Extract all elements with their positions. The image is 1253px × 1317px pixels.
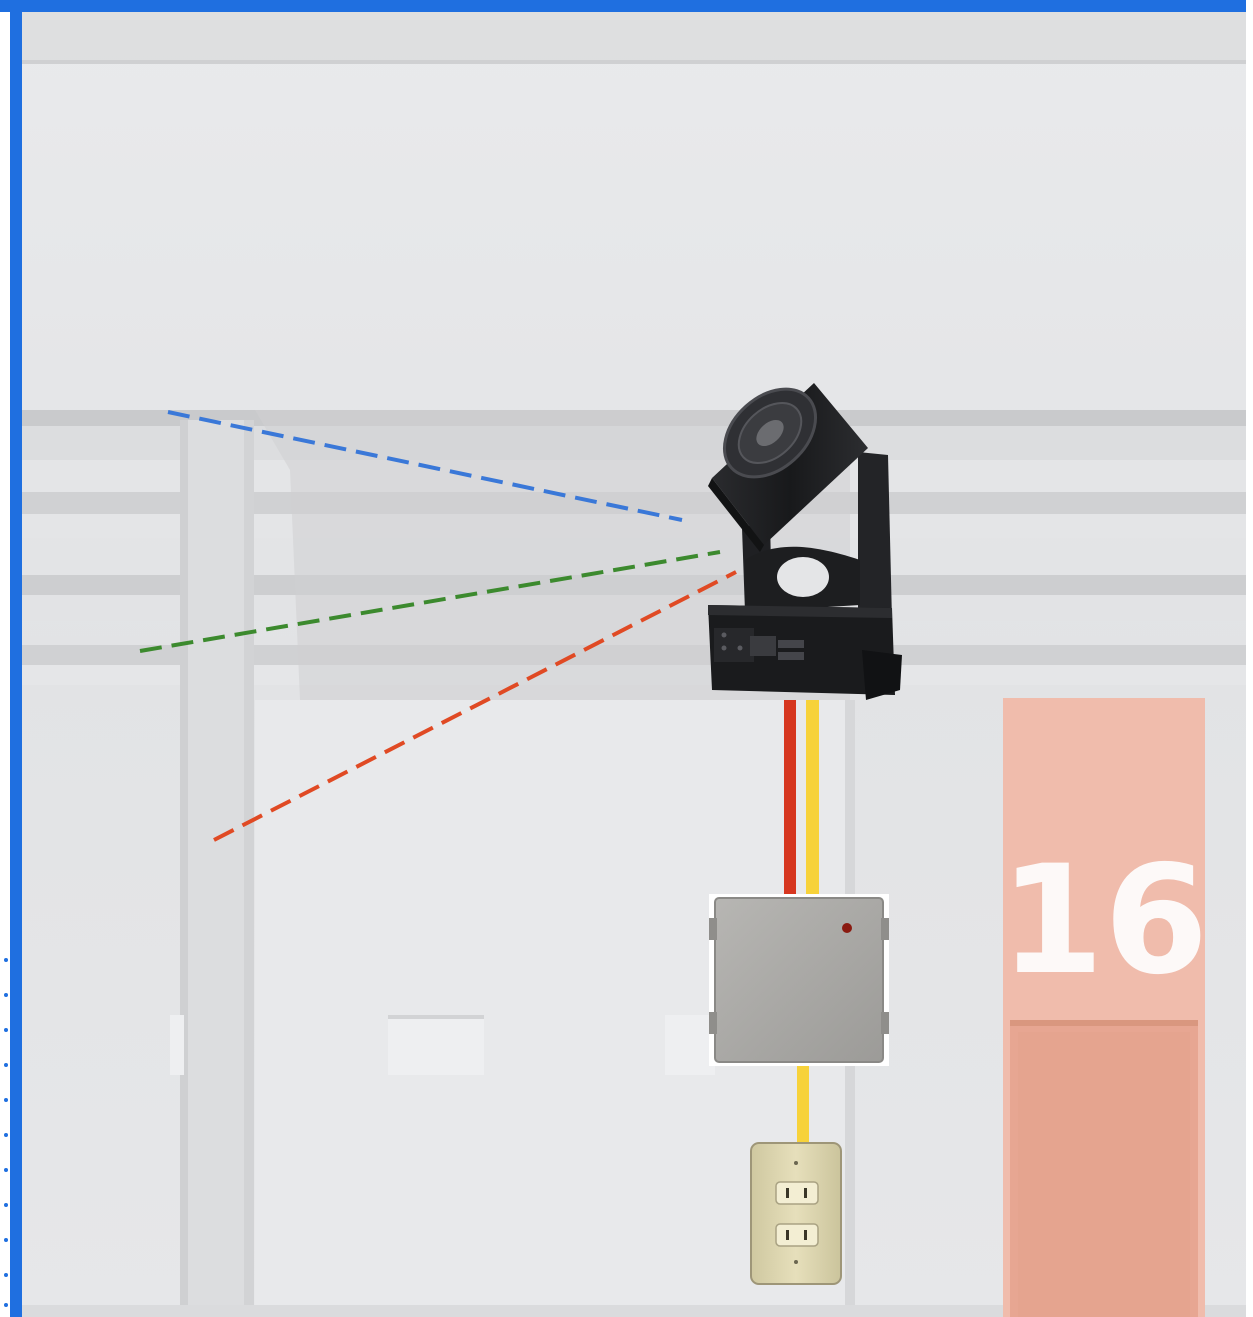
red-signal-cable: [784, 700, 796, 895]
door-panel: 16: [1000, 698, 1209, 1317]
yellow-power-cable: [806, 700, 819, 895]
wall-outlet-icon: [751, 1143, 841, 1284]
yellow-power-cable-lower: [797, 1064, 809, 1144]
indicator-led: [842, 923, 852, 933]
electrical-junction-box-icon: [709, 894, 889, 1066]
dotted-left-edge: [4, 958, 8, 1307]
door-number-label: 16: [1000, 834, 1209, 1008]
